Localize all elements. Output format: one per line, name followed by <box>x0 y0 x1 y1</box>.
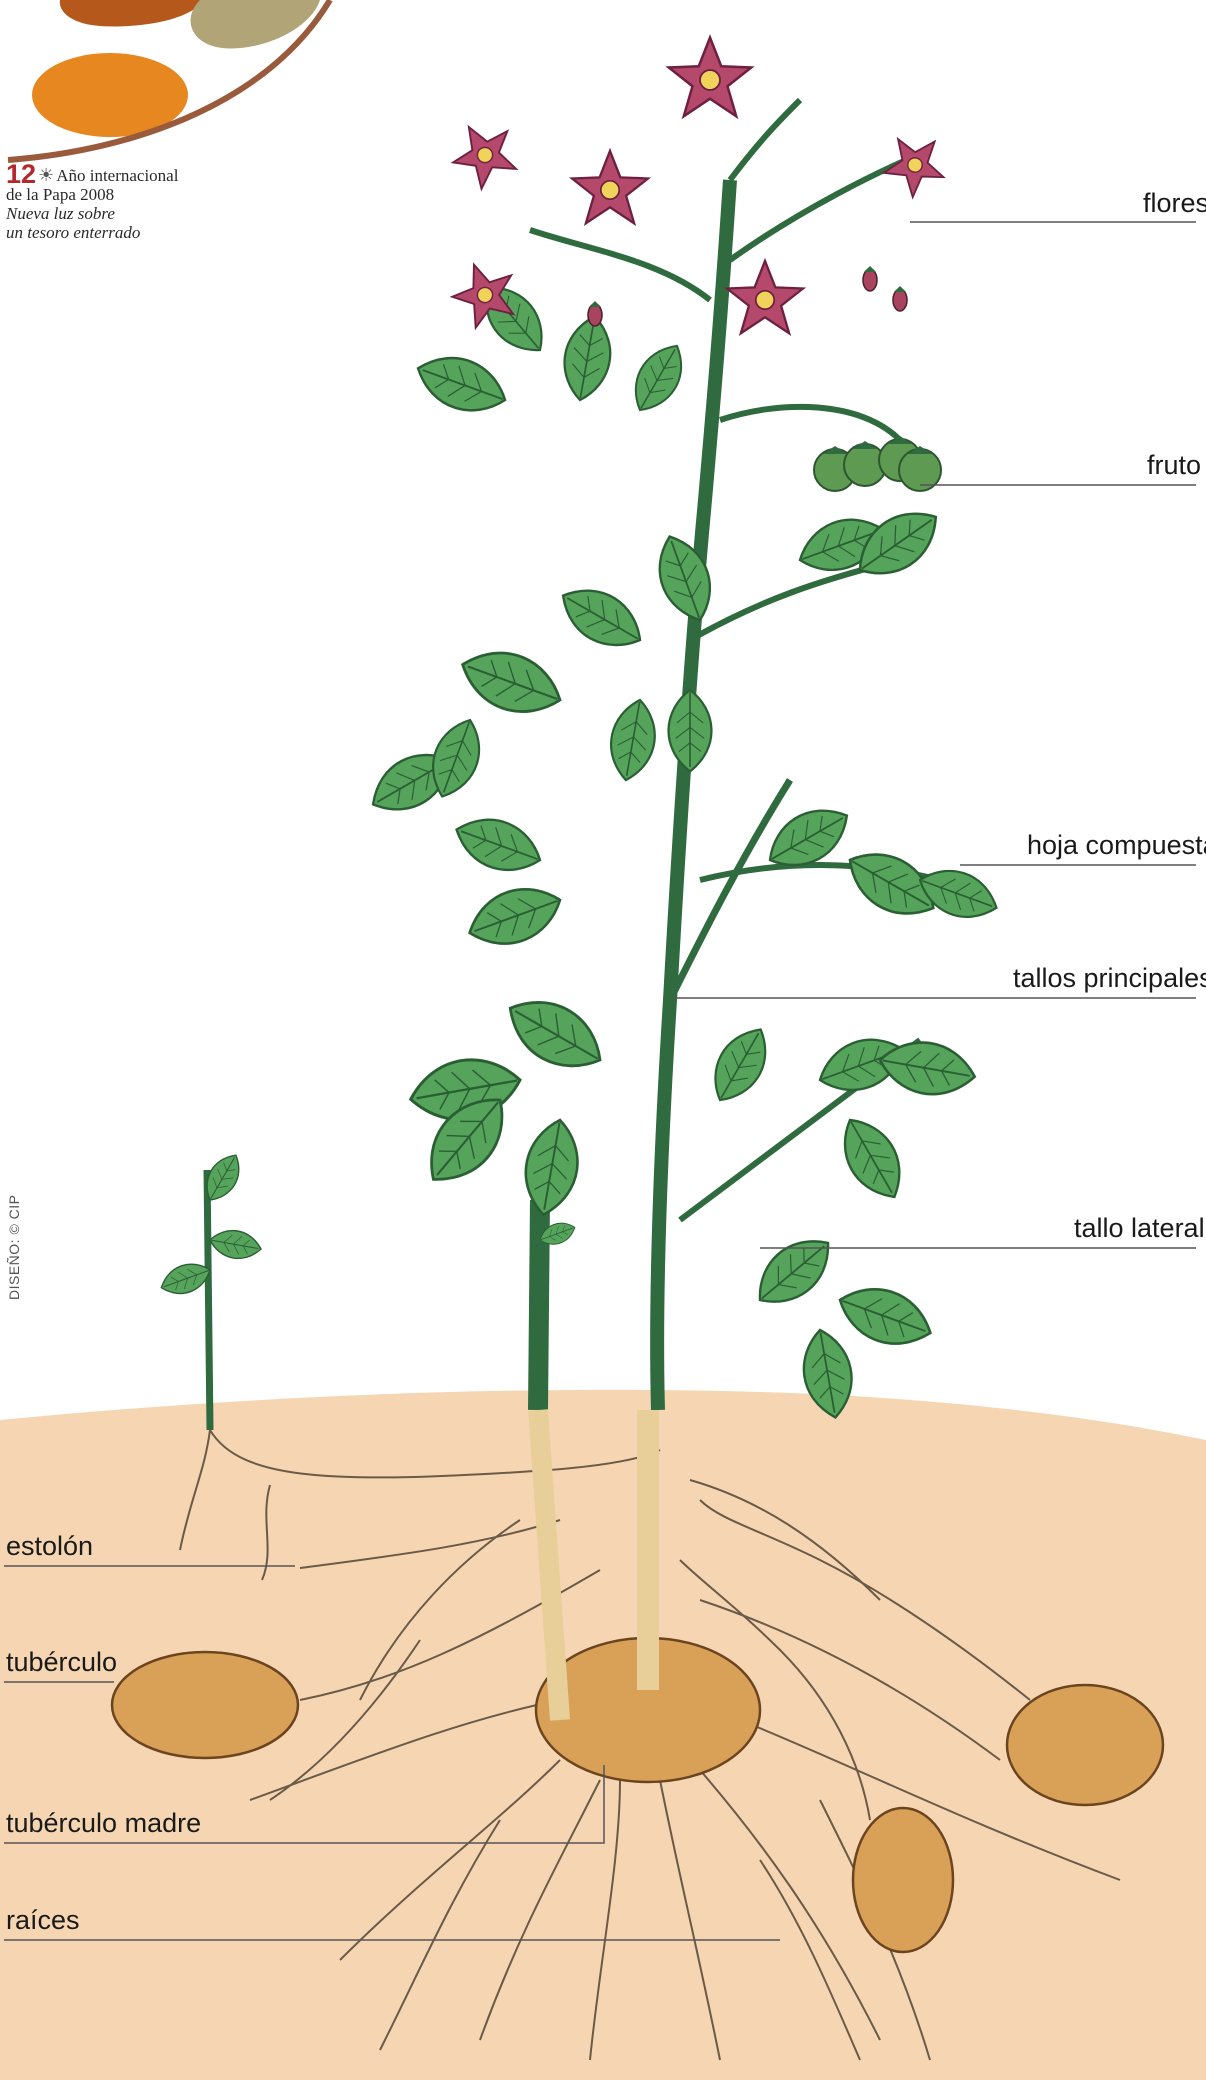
label-raices: raíces <box>6 1907 80 1934</box>
year-of-potato-logo <box>8 0 330 160</box>
leaves <box>157 274 1004 1422</box>
label-hoja-compuesta: hoja compuesta <box>1027 832 1206 859</box>
logo-line4: un tesoro enterrado <box>6 223 178 242</box>
label-tuberculo: tubérculo <box>6 1649 117 1676</box>
label-flores: flores <box>1143 190 1206 217</box>
logo-line1: Año internacional <box>56 166 178 185</box>
tuber <box>853 1808 953 1952</box>
logo-line2: de la Papa 2008 <box>6 185 178 204</box>
design-credit: DISEÑO: © CIP <box>6 1195 22 1301</box>
logo-line3: Nueva luz sobre <box>6 204 178 223</box>
tuber <box>112 1652 298 1758</box>
label-tallo-lateral: tallo lateral <box>1074 1215 1205 1242</box>
fruit-cluster <box>814 436 941 491</box>
label-tuberculo-madre: tubérculo madre <box>6 1810 201 1837</box>
label-tallos-principales: tallos principales <box>1013 965 1206 992</box>
header-logo-text: 12☀Año internacional de la Papa 2008 Nue… <box>6 165 178 242</box>
label-fruto: fruto <box>1147 452 1201 479</box>
sun-icon: ☀ <box>38 165 54 185</box>
tuber <box>1007 1685 1163 1805</box>
label-estolon: estolón <box>6 1533 93 1560</box>
